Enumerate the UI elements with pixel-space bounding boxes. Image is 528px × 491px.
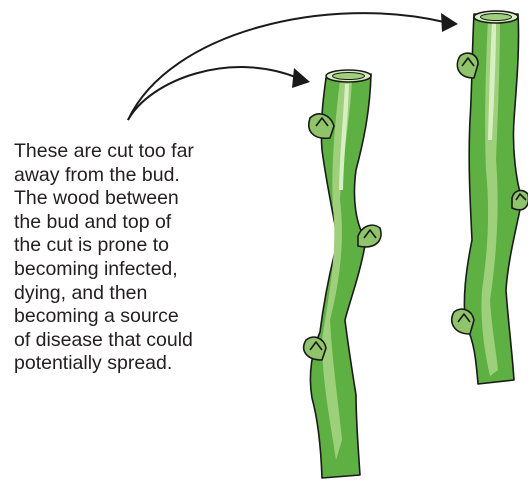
caption-line: of disease that could bbox=[14, 329, 274, 353]
arrowhead-left bbox=[292, 68, 310, 88]
arrows bbox=[128, 13, 444, 120]
right-stem-bud-middle bbox=[512, 191, 528, 210]
left-stem-bud-middle bbox=[358, 225, 381, 247]
caption-line: The wood between bbox=[14, 187, 274, 211]
caption-line: away from the bud. bbox=[14, 164, 274, 188]
left-stem-bud-bottom bbox=[304, 337, 326, 360]
right-stem-bud-bottom bbox=[452, 309, 474, 334]
arrow-to-right-stem bbox=[128, 13, 444, 120]
caption-line: potentially spread. bbox=[14, 352, 274, 376]
caption-line: the cut is prone to bbox=[14, 234, 274, 258]
caption-line: the bud and top of bbox=[14, 211, 274, 235]
caption-line: becoming a source bbox=[14, 305, 274, 329]
right-stem bbox=[452, 11, 528, 384]
arrow-to-left-stem bbox=[128, 67, 298, 120]
caption-text: These are cut too far away from the bud.… bbox=[14, 140, 274, 376]
arrowheads bbox=[292, 13, 458, 88]
left-cut-rim bbox=[333, 73, 365, 80]
caption-line: becoming infected, bbox=[14, 258, 274, 282]
right-cut-rim bbox=[481, 14, 512, 21]
caption-line: dying, and then bbox=[14, 282, 274, 306]
caption-line: These are cut too far bbox=[14, 140, 274, 164]
arrowhead-right bbox=[441, 13, 458, 32]
left-stem bbox=[304, 70, 381, 478]
right-stem-bud-top bbox=[457, 53, 478, 78]
